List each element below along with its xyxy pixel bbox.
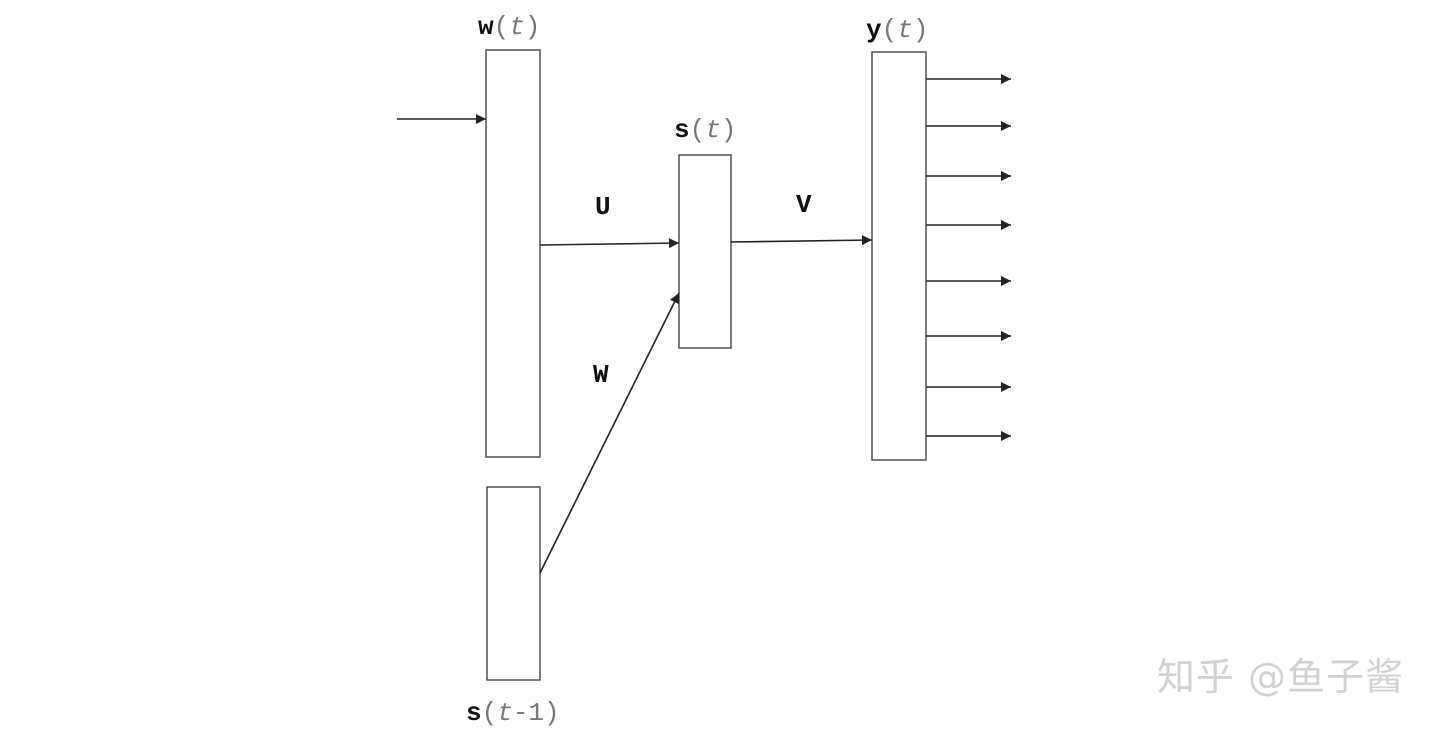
watermark: 知乎 @鱼子酱 [1156, 655, 1404, 699]
input-layer-box [485, 49, 541, 458]
u-connection-arrow [539, 238, 680, 249]
v-connection-arrow [730, 235, 873, 246]
weight-w-label: W [593, 360, 609, 390]
output-layer-label: y(t) [866, 15, 928, 45]
context-layer-label: s(t-1) [466, 698, 560, 728]
input-layer-label: w(t) [478, 12, 540, 42]
weight-v-label: V [796, 190, 812, 220]
hidden-layer-box [678, 154, 732, 349]
weight-u-label: U [595, 192, 611, 222]
output-layer-box [871, 51, 927, 461]
w-connection-arrow [539, 292, 680, 574]
output-arrows [926, 74, 1011, 441]
hidden-layer-label: s(t) [674, 115, 736, 145]
context-layer-box [486, 486, 541, 681]
